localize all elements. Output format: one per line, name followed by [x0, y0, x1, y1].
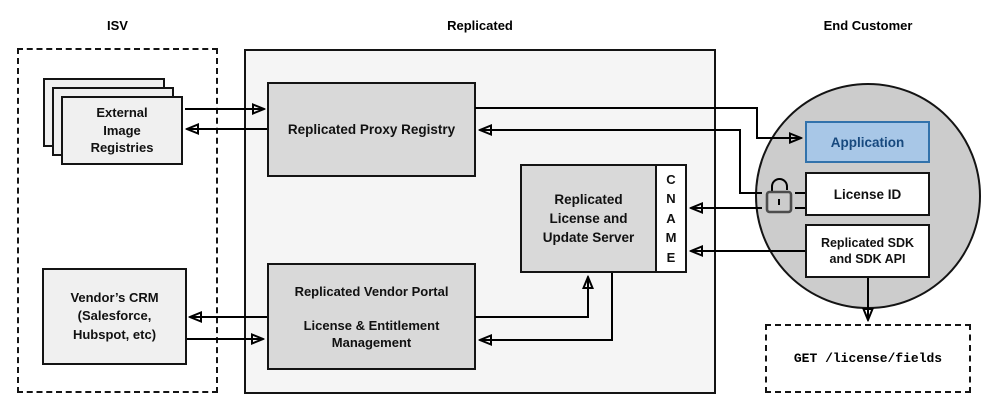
- registries-label-line3: Registries: [90, 140, 154, 156]
- application-label: Application: [830, 134, 905, 150]
- registries-label-line2: Image: [103, 122, 141, 138]
- node-replicated-proxy-registry: Replicated Proxy Registry: [267, 82, 476, 177]
- vendor-portal-title: Replicated Vendor Portal: [294, 283, 449, 299]
- server-label-line1: Replicated: [554, 192, 623, 207]
- crm-label-line2: (Salesforce,: [77, 308, 152, 324]
- node-license-id: License ID: [805, 172, 930, 216]
- node-license-update-server: Replicated License and Update Server: [520, 164, 657, 273]
- node-get-license-fields: GET /license/fields: [765, 324, 971, 393]
- registries-label-line1: External: [96, 105, 148, 121]
- proxy-registry-label: Replicated Proxy Registry: [287, 122, 456, 137]
- crm-label-line3: Hubspot, etc): [72, 326, 157, 342]
- section-title-replicated: Replicated: [447, 18, 513, 33]
- crm-label-line1: Vendor’s CRM: [70, 289, 159, 305]
- node-vendors-crm: Vendor’s CRM (Salesforce, Hubspot, etc): [42, 268, 187, 365]
- server-label-line3: Update Server: [542, 230, 635, 245]
- node-vendor-portal: Replicated Vendor Portal License & Entit…: [267, 263, 476, 370]
- node-cname: C N A M E: [655, 164, 687, 273]
- section-title-isv: ISV: [107, 18, 128, 33]
- sdk-label-line2: and SDK API: [829, 252, 906, 266]
- node-replicated-sdk: Replicated SDK and SDK API: [805, 224, 930, 278]
- sdk-label-line1: Replicated SDK: [820, 236, 915, 250]
- get-license-fields-label: GET /license/fields: [793, 351, 943, 366]
- cname-letter-e: E: [666, 249, 676, 265]
- cname-letter-m: M: [665, 230, 677, 246]
- cname-letter-c: C: [666, 171, 676, 187]
- isv-section-boundary: [17, 48, 218, 393]
- node-application: Application: [805, 121, 930, 163]
- server-label-line2: License and: [549, 211, 628, 226]
- vendor-portal-subtitle-line2: Management: [331, 334, 412, 350]
- cname-letter-n: N: [666, 191, 676, 207]
- vendor-portal-subtitle-line1: License & Entitlement: [303, 317, 440, 333]
- cname-letter-a: A: [666, 210, 676, 226]
- section-title-end-customer: End Customer: [823, 18, 913, 33]
- node-external-image-registries: External Image Registries: [61, 96, 183, 165]
- license-id-label: License ID: [833, 186, 902, 202]
